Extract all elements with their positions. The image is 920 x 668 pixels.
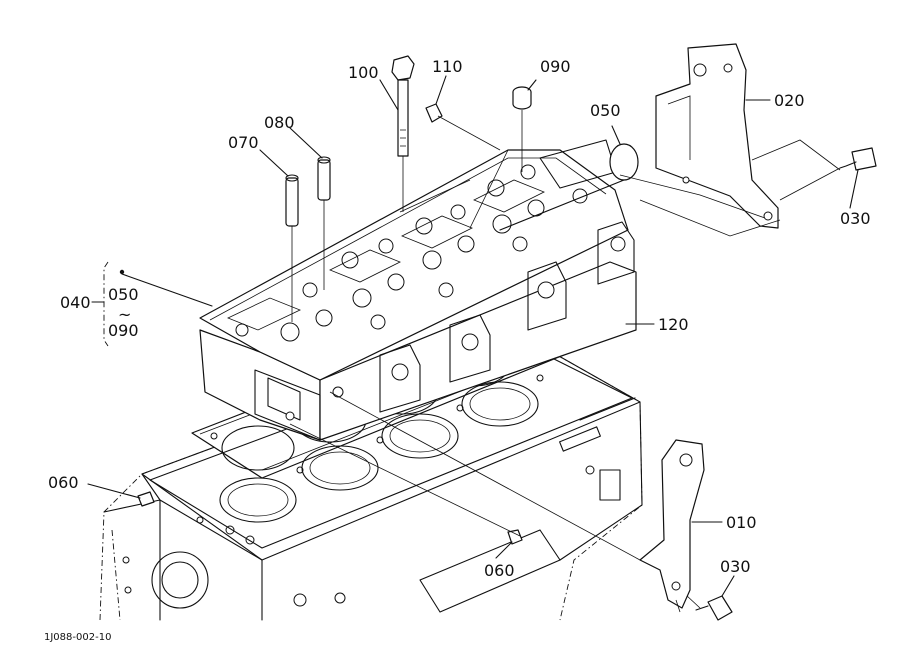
group-label-040: 040 — [60, 293, 91, 312]
part-060-plug-left — [137, 491, 155, 507]
cylinder-head — [199, 139, 637, 441]
callout-030-bottom: 030 — [720, 557, 751, 576]
part-070-sleeve — [285, 174, 299, 322]
callout-070: 070 — [228, 133, 259, 152]
callout-120: 120 — [658, 315, 689, 334]
callout-060-left: 060 — [48, 473, 79, 492]
callout-labels: 100 110 090 020 050 080 070 030 120 060 … — [44, 57, 871, 643]
callout-020: 020 — [774, 91, 805, 110]
group-range-end: 090 — [108, 321, 139, 340]
diagram-code: 1J088-002-10 — [44, 632, 111, 643]
callout-090-top: 090 — [540, 57, 571, 76]
callout-050: 050 — [590, 101, 621, 120]
group-range-tilde: ~ — [118, 305, 131, 324]
part-060-plug-right — [507, 529, 523, 545]
part-030-bolt-upper — [779, 147, 877, 201]
group-bracket-040 — [91, 261, 125, 347]
leader-lines — [87, 75, 859, 597]
callout-080: 080 — [264, 113, 295, 132]
engine-block — [99, 333, 643, 621]
part-100-bolt — [391, 55, 415, 212]
callout-030-top: 030 — [840, 209, 871, 228]
part-050-plug — [499, 143, 639, 231]
part-010-bracket — [639, 439, 705, 613]
callout-110: 110 — [432, 57, 463, 76]
group-range-start: 050 — [108, 285, 139, 304]
part-090-seal — [512, 86, 532, 172]
callout-010: 010 — [726, 513, 757, 532]
callout-060-right: 060 — [484, 561, 515, 580]
part-080-sleeve — [317, 156, 331, 290]
callout-100: 100 — [348, 63, 379, 82]
part-110-plug — [425, 103, 501, 151]
part-020-bracket — [619, 43, 841, 237]
